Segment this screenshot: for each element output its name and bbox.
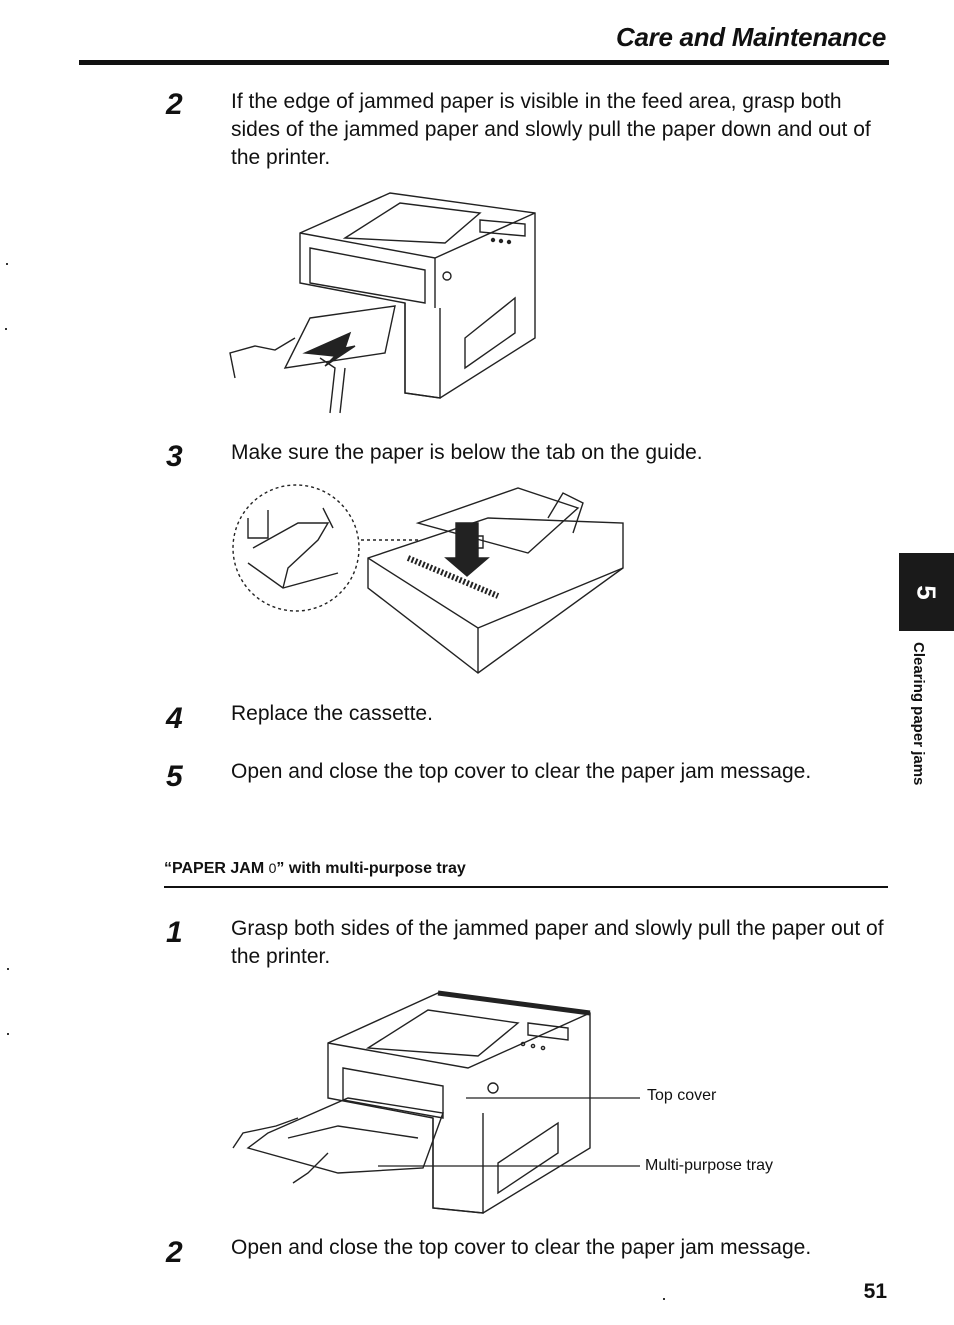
section-heading-prefix: “PAPER JAM <box>164 860 265 877</box>
step-text: Grasp both sides of the jammed paper and… <box>231 917 884 968</box>
figure-printer-feed-area <box>225 188 545 420</box>
step-number: 5 <box>166 760 183 793</box>
figure-multipurpose-tray <box>228 988 648 1216</box>
step-number: 1 <box>166 916 183 949</box>
chapter-label: Clearing paper jams <box>910 642 927 786</box>
step-text: Open and close the top cover to clear th… <box>231 760 812 783</box>
scan-speck <box>7 1033 9 1035</box>
step-text: If the edge of jammed paper is visible i… <box>231 90 871 169</box>
page-header-title: Care and Maintenance <box>616 22 886 52</box>
figure-paper-cassette <box>228 478 628 686</box>
section-heading: “PAPER JAM 0” with multi-purpose tray <box>164 860 466 878</box>
step-number: 2 <box>166 1236 183 1269</box>
header-rule <box>79 60 889 65</box>
section-rule <box>164 886 888 888</box>
step-number: 2 <box>166 88 183 121</box>
step-text: Make sure the paper is below the tab on … <box>231 441 703 464</box>
scan-speck <box>7 968 9 970</box>
step-number: 4 <box>166 702 183 735</box>
page-number: 51 <box>863 1280 887 1303</box>
callout-multi-purpose-tray: Multi-purpose tray <box>645 1157 774 1174</box>
chapter-number: 5 <box>912 584 942 600</box>
chapter-tab: 5 <box>899 553 954 631</box>
step-text: Open and close the top cover to clear th… <box>231 1236 812 1259</box>
callout-top-cover: Top cover <box>647 1087 717 1104</box>
step-text: Replace the cassette. <box>231 702 433 725</box>
section-heading-suffix: ” with multi-purpose tray <box>276 860 466 877</box>
scan-speck <box>5 328 7 330</box>
scan-speck <box>663 1298 665 1300</box>
step-number: 3 <box>166 440 183 473</box>
section-heading-code: 0 <box>268 860 277 876</box>
scan-speck <box>6 263 8 265</box>
